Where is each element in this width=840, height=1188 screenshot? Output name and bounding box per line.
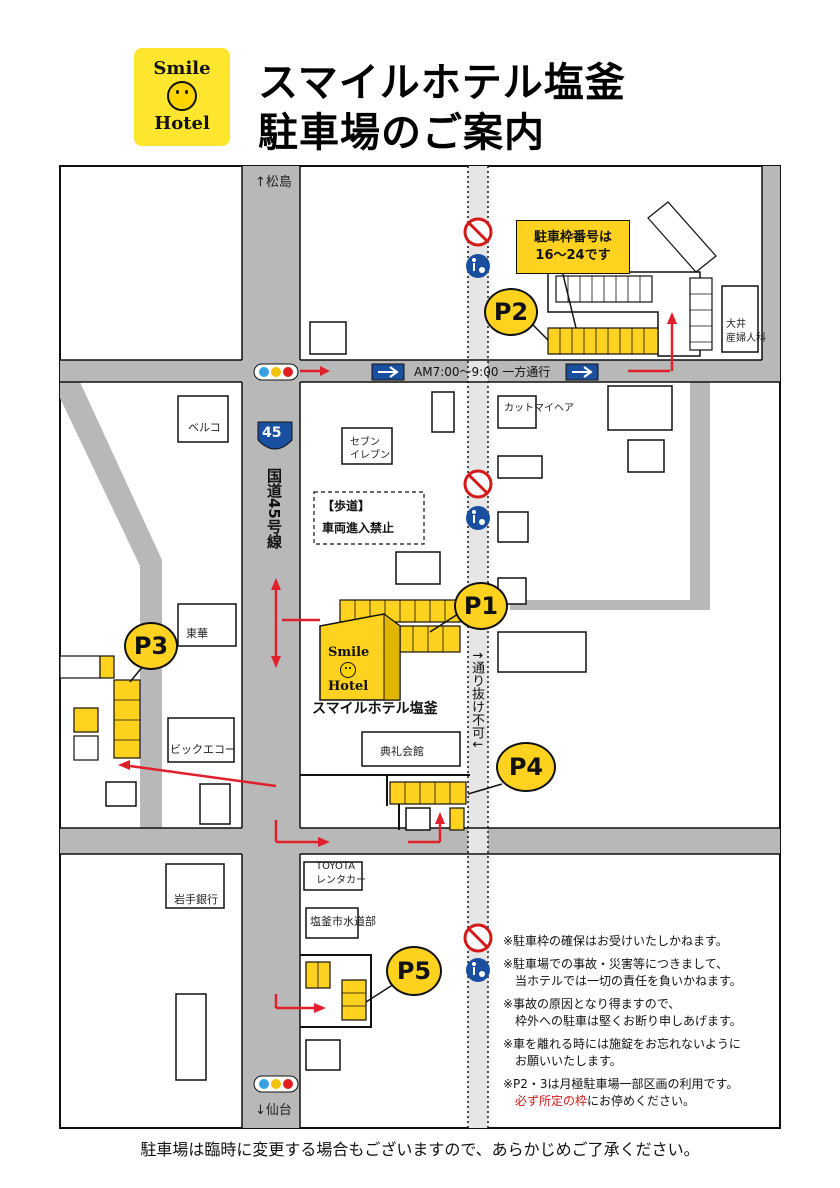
p5-spaces-b <box>341 979 367 1021</box>
logo-line2: Hotel <box>154 113 210 134</box>
sidewalk-line1: 【歩道】 <box>322 499 371 513</box>
bldg-o <box>405 807 431 831</box>
hotel-name: スマイルホテル塩釜 <box>312 701 438 717</box>
one-way-sign-icon <box>371 363 599 381</box>
p3-spaces-b <box>73 707 99 733</box>
bldg-j <box>395 551 441 585</box>
p4-spaces <box>389 781 467 805</box>
sidewalk-box <box>313 491 425 545</box>
bldg-711 <box>341 427 393 465</box>
note-2: ※駐車場での事故・災害等につきまして、 <box>503 957 729 971</box>
page-title: スマイルホテル塩釜 <box>258 60 626 106</box>
route45-number: 45 <box>262 425 282 441</box>
p3-callout: P3 <box>124 622 178 670</box>
page-subtitle: 駐車場のご案内 <box>258 110 545 156</box>
bldg-iwate <box>165 863 225 909</box>
bldg-toyota <box>303 861 363 891</box>
label-big-echo: ビックエコー <box>170 743 236 756</box>
label-seven-eleven: セブン イレブン <box>350 437 390 461</box>
note-8: ※P2・3は月極駐車場一部区画の利用です。 <box>503 1077 739 1091</box>
p5-callout: P5 <box>386 946 442 996</box>
route45-road <box>242 166 300 1128</box>
north-label: ↑松島 <box>255 175 292 190</box>
p2-space-note: 駐車枠番号は 16～24です <box>516 220 630 274</box>
label-ooi: 大井 産婦人科 <box>726 319 766 344</box>
bldg-c <box>497 395 537 429</box>
note-4: ※事故の原因となり得ますので、 <box>503 997 681 1011</box>
bldg-d <box>607 385 673 431</box>
notes-list: ※駐車枠の確保はお受けいたしかねます。 ※駐車場での事故・災害等につきまして、 … <box>503 933 742 1110</box>
hotel-smiley-icon <box>340 662 356 678</box>
bldg-a <box>309 321 347 355</box>
bldg-e <box>627 439 665 473</box>
label-iwate-bank: 岩手銀行 <box>174 893 218 906</box>
no-vehicle-sign-icon <box>463 217 493 953</box>
one-way-road <box>60 360 780 382</box>
bldg-suido <box>305 907 359 939</box>
p2-spaces <box>547 327 659 355</box>
logo-line1: Smile <box>153 58 211 79</box>
hotel-logo-line1: Smile <box>328 645 370 660</box>
bldg-belco <box>177 395 229 443</box>
bldg-k <box>199 783 231 825</box>
bldg-ooi <box>721 285 759 353</box>
roads <box>60 166 780 1128</box>
sidewalk-line2: 車両進入禁止 <box>322 521 395 535</box>
hotel-logo-line2: Hotel <box>328 679 369 694</box>
bldg-bigecho <box>167 717 235 763</box>
label-touka: 東華 <box>186 627 208 640</box>
east-road <box>762 166 780 360</box>
p4-space-single <box>449 807 465 831</box>
p2-callout: P2 <box>484 288 538 336</box>
label-belco: ベルコ <box>188 421 221 434</box>
label-toyota-1: TOYOTA <box>316 861 356 872</box>
traffic-light-south-icon <box>253 1075 299 1093</box>
label-cut-my-hair: カットマイヘア <box>504 403 574 414</box>
bldg-m <box>175 993 207 1081</box>
bldg-n <box>305 1039 341 1071</box>
bldg-l <box>105 781 137 807</box>
traffic-light-north-icon <box>253 363 299 381</box>
smile-hotel-logo: Smile Hotel <box>134 48 230 146</box>
narrow-lane <box>468 166 488 1128</box>
bldg-g <box>497 511 529 543</box>
p3-spaces-a <box>113 679 141 759</box>
route45-shield-icon <box>257 421 293 450</box>
route45-name: 国道45号線 <box>265 468 283 549</box>
bldg-touka <box>177 603 237 647</box>
bldg-b <box>431 391 455 433</box>
p3-spaces-c <box>99 655 115 679</box>
smiley-icon <box>167 81 197 111</box>
buildings <box>105 271 759 1081</box>
note-9: 必ず所定の枠にお停めください。 <box>503 1093 742 1110</box>
one-way-label: AM7:00～9:00 一方通行 <box>414 365 551 379</box>
note-6: ※車を離れる時には施錠をお忘れないように <box>503 1037 741 1051</box>
note-5: 枠外への駐車は堅くお断り申しあげます。 <box>503 1014 742 1028</box>
p1-callout: P1 <box>454 582 508 630</box>
south-label: ↓仙台 <box>255 1103 292 1118</box>
note-1: ※駐車枠の確保はお受けいたしかねます。 <box>503 934 728 948</box>
diagonal-road <box>60 382 162 828</box>
p4-callout: P4 <box>496 742 556 792</box>
note-7: お願いいたします。 <box>503 1054 622 1068</box>
note-9-rest: にお停めください。 <box>587 1094 696 1108</box>
p1-spaces-right <box>397 625 461 653</box>
bldg-i <box>497 631 587 673</box>
label-toyota-2: レンタカー <box>316 875 366 886</box>
bldg-f <box>497 455 543 479</box>
note-3: 当ホテルでは一切の責任を負いかねます。 <box>503 974 742 988</box>
label-suidobu: 塩釜市水道部 <box>310 915 376 928</box>
bldg-tenrei <box>361 731 461 767</box>
footer-note: 駐車場は臨時に変更する場合もございますので、あらかじめご了承ください。 <box>140 1140 700 1159</box>
note-9-red: 必ず所定の枠 <box>515 1094 588 1108</box>
direction-arrows <box>118 312 677 1013</box>
no-through-label: ↑通り抜け不可↓ <box>469 650 484 750</box>
label-tenrei: 典礼会館 <box>380 745 424 758</box>
